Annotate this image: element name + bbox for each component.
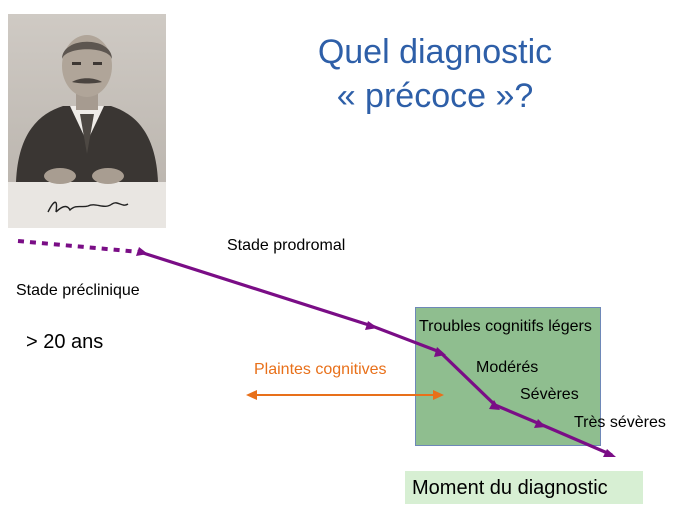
mild-cognitive-impairment-label: Troubles cognitifs légers bbox=[419, 318, 592, 335]
preclinical-stage-label: Stade préclinique bbox=[16, 282, 140, 299]
cognitive-complaints-label: Plaintes cognitives bbox=[254, 361, 387, 378]
disease-progression-line bbox=[139, 250, 613, 457]
preclinical-dotted-line bbox=[17, 239, 141, 254]
complaints-arrowhead-right bbox=[433, 390, 444, 400]
portrait-photo bbox=[8, 14, 166, 228]
moderate-stage-label: Modérés bbox=[476, 359, 539, 376]
progression-arrowhead bbox=[534, 419, 546, 428]
title-line-2: « précoce »? bbox=[336, 77, 534, 115]
prodromal-stage-label: Stade prodromal bbox=[227, 237, 346, 254]
progression-arrowhead bbox=[136, 247, 148, 256]
progression-arrowhead bbox=[603, 449, 616, 457]
progression-arrowhead bbox=[365, 321, 378, 330]
diagnosis-moment-box bbox=[405, 471, 643, 504]
age-label: > 20 ans bbox=[26, 331, 104, 353]
diagnosis-window-box bbox=[415, 307, 601, 446]
progression-arrowhead bbox=[489, 400, 500, 410]
diagnosis-moment-label: Moment du diagnostic bbox=[412, 477, 608, 499]
severe-stage-label: Sévères bbox=[520, 386, 579, 403]
complaints-arrowhead-left bbox=[246, 390, 257, 400]
very-severe-stage-label: Très sévères bbox=[574, 414, 666, 431]
slide-title: Quel diagnostic « précoce »? bbox=[270, 30, 600, 118]
title-line-1: Quel diagnostic bbox=[317, 33, 553, 71]
progression-arrowhead bbox=[434, 347, 446, 357]
